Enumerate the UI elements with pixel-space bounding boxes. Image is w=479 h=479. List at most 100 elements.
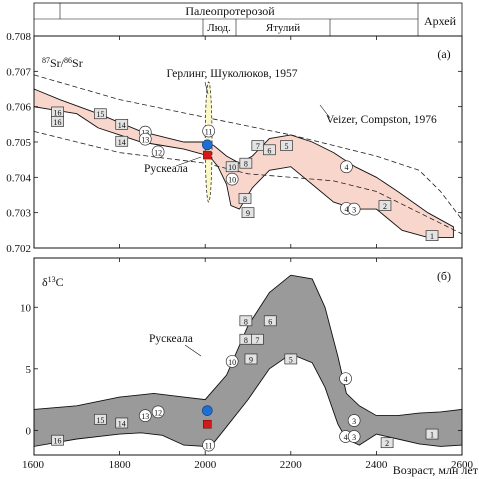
sample-marker-square bbox=[239, 157, 253, 169]
panel-label: (б) bbox=[437, 269, 451, 283]
sample-marker-label: 10 bbox=[228, 358, 236, 367]
y-tick-label: 10 bbox=[20, 302, 32, 314]
sample-marker-square bbox=[244, 353, 258, 365]
sample-marker-circle bbox=[340, 160, 353, 174]
header-frame bbox=[33, 2, 463, 37]
sample-marker-square bbox=[378, 200, 392, 211]
sample-marker-label: 9 bbox=[246, 209, 250, 218]
x-tick-label: 2200 bbox=[280, 459, 303, 471]
sample-marker-label: 14 bbox=[118, 121, 126, 130]
ruskeala-leader-line bbox=[184, 344, 202, 357]
y-tick-label: 0.708 bbox=[6, 31, 31, 43]
sample-marker-square bbox=[425, 428, 439, 440]
stratigraphic-header: Палеопротерозой Архей Люд. Ятулий bbox=[33, 2, 463, 37]
panel-label: (а) bbox=[437, 47, 450, 61]
sample-marker-square bbox=[115, 135, 129, 147]
ruskeala-point-red bbox=[203, 150, 212, 160]
ruskeala-point-blue bbox=[202, 139, 213, 151]
dashed-reference-curve-2 bbox=[33, 131, 463, 235]
sample-marker-square bbox=[263, 315, 277, 327]
sample-marker-label: 10 bbox=[228, 163, 236, 172]
sample-marker-label: 9 bbox=[249, 355, 253, 364]
y-tick-label: 0 bbox=[26, 425, 32, 437]
sample-marker-label: 8 bbox=[244, 336, 248, 345]
x-tick-label: 2000 bbox=[194, 459, 217, 471]
sample-marker-circle bbox=[225, 172, 239, 186]
sample-marker-circle bbox=[225, 355, 239, 368]
sample-marker-label: 16 bbox=[54, 437, 62, 446]
sample-marker-square bbox=[93, 413, 107, 425]
sample-marker-square bbox=[93, 108, 107, 120]
sample-marker-square bbox=[380, 437, 394, 449]
y-tick-label: 0.704 bbox=[6, 172, 31, 184]
y-tick-label: 0.707 bbox=[6, 66, 31, 78]
sample-marker-square bbox=[263, 144, 276, 156]
sample-marker-label: 8 bbox=[243, 195, 247, 204]
sample-marker-label: 5 bbox=[285, 142, 289, 151]
y-label-sup1: 87 bbox=[42, 56, 50, 65]
sample-marker-label: 12 bbox=[154, 408, 162, 417]
annotation-ruskeala: Рускеала bbox=[149, 333, 193, 345]
sample-marker-label: 13 bbox=[141, 136, 149, 145]
sample-marker-label: 16 bbox=[54, 118, 62, 127]
sample-marker-label: 8 bbox=[244, 317, 248, 326]
sample-marker-label: 4 bbox=[344, 205, 348, 214]
sample-marker-square bbox=[238, 193, 252, 204]
y-label-end: C bbox=[56, 275, 64, 289]
y-tick-label: 0.703 bbox=[6, 208, 31, 220]
sample-marker-circle bbox=[151, 405, 165, 419]
era-paleoproterozoic: Палеопротерозой bbox=[185, 4, 275, 18]
sample-marker-label: 6 bbox=[268, 317, 272, 326]
sample-marker-label: 14 bbox=[118, 138, 126, 147]
sample-marker-label: 2 bbox=[385, 439, 389, 448]
era-archean: Архей bbox=[424, 14, 457, 28]
sample-marker-label: 11 bbox=[205, 128, 213, 137]
ruskeala-point-red bbox=[203, 419, 212, 429]
sample-marker-circle bbox=[347, 430, 361, 443]
sample-marker-circle bbox=[202, 124, 215, 138]
sample-marker-square bbox=[425, 230, 439, 241]
sample-marker-label: 5 bbox=[289, 355, 293, 364]
sample-marker-label: 4 bbox=[344, 433, 348, 442]
y-label-main: δ bbox=[42, 275, 48, 289]
ruskeala-point-blue bbox=[202, 405, 213, 416]
sample-marker-label: 15 bbox=[96, 416, 104, 425]
sub-lud: Люд. bbox=[207, 22, 231, 34]
x-tick-label: 2400 bbox=[365, 459, 388, 471]
sample-marker-label: 2 bbox=[383, 202, 387, 211]
sample-marker-square bbox=[284, 353, 298, 365]
sample-marker-circle bbox=[138, 132, 152, 146]
sample-marker-label: 12 bbox=[154, 148, 162, 157]
sample-marker-circle bbox=[138, 409, 152, 422]
sample-marker-label: 7 bbox=[256, 142, 260, 151]
sample-marker-square bbox=[51, 434, 64, 446]
sample-marker-label: 8 bbox=[244, 160, 248, 169]
sample-marker-square bbox=[51, 116, 64, 127]
sample-marker-label: 6 bbox=[267, 146, 271, 155]
sample-marker-label: 10 bbox=[228, 176, 236, 185]
sample-marker-circle bbox=[347, 414, 361, 427]
sample-marker-label: 11 bbox=[205, 442, 213, 451]
x-tick-label: 2600 bbox=[451, 459, 474, 471]
sample-marker-label: 3 bbox=[352, 417, 356, 426]
gerling-leader-line bbox=[204, 81, 209, 95]
sample-marker-label: 7 bbox=[255, 336, 259, 345]
x-tick-label: 1800 bbox=[109, 459, 132, 471]
sample-marker-square bbox=[225, 161, 239, 173]
sample-marker-label: 14 bbox=[118, 419, 126, 428]
sub-yatul: Ятулий bbox=[266, 22, 300, 34]
y-tick-label: 0.702 bbox=[6, 243, 31, 255]
panel-a-sr-isotopes: 1616151414131312111010988765443210.7020.… bbox=[6, 31, 463, 255]
sample-marker-circle bbox=[202, 438, 215, 452]
y-label-sup1: 13 bbox=[48, 275, 56, 284]
sample-marker-circle bbox=[347, 202, 361, 216]
ruskeala-leader-line bbox=[175, 156, 202, 167]
sample-marker-circle bbox=[339, 372, 352, 386]
x-axis-label: Возраст, млн лет bbox=[393, 463, 479, 477]
y-label-main: Sr/ bbox=[50, 56, 65, 70]
y-label-sup2: 86 bbox=[64, 56, 72, 65]
y-tick-label: 0.705 bbox=[6, 137, 31, 149]
y-tick-label: 5 bbox=[26, 364, 32, 376]
